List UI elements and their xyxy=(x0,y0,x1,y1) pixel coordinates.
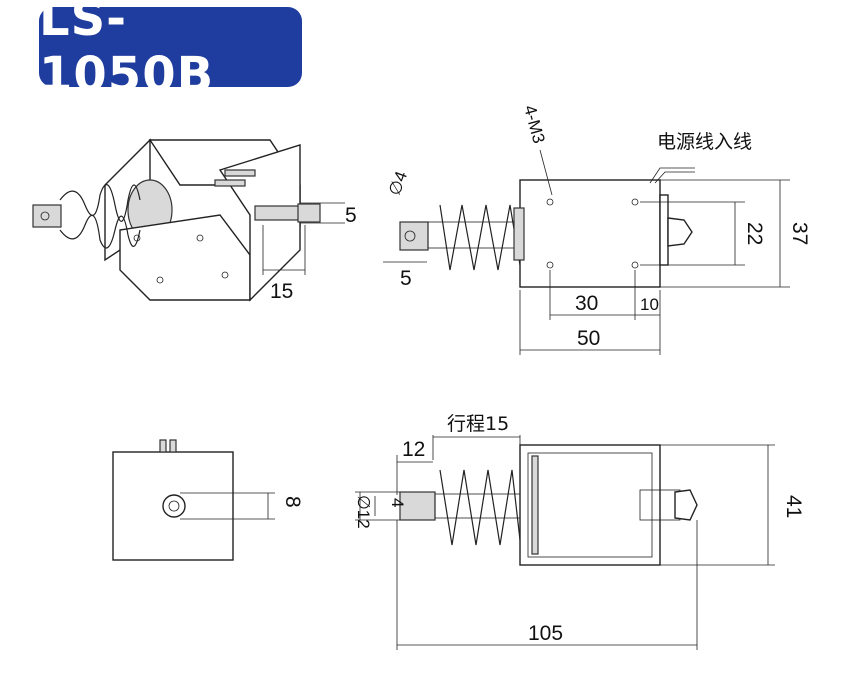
leader-line xyxy=(539,149,553,196)
side-end-plate xyxy=(659,194,669,266)
iso-spring xyxy=(59,184,141,222)
top-frame xyxy=(519,444,661,566)
iso-hole xyxy=(221,271,229,279)
iso-plunger-hole xyxy=(40,211,50,221)
iso-spring-lower xyxy=(59,214,141,249)
side-wire xyxy=(649,167,695,184)
side-wire xyxy=(654,171,695,184)
side-spring xyxy=(439,204,521,271)
front-shaft-center xyxy=(168,500,180,512)
iso-hole xyxy=(156,276,164,284)
dim-hole-offset: 10 xyxy=(640,295,659,314)
top-view: 行程15 12 ∅12 4 41 105 xyxy=(354,413,805,650)
dim-frame-height: 41 xyxy=(782,495,805,518)
label-shaft-hole: ∅4 xyxy=(385,169,411,198)
iso-nut xyxy=(297,203,321,223)
dim-iso-shaft-dia: 5 xyxy=(345,204,357,227)
side-view: 电源线入线 4-M3 ∅4 5 22 37 30 10 50 xyxy=(383,103,811,355)
front-shaft xyxy=(162,494,186,518)
dim-overall-length: 105 xyxy=(528,622,563,645)
top-inner-frame xyxy=(527,452,653,558)
side-plunger-hole xyxy=(404,230,416,242)
label-screws: 4-M3 xyxy=(520,103,548,145)
dim-hole-spacing-h: 30 xyxy=(575,292,598,315)
dim-height: 37 xyxy=(788,222,811,245)
label-stroke: 行程15 xyxy=(447,413,509,435)
iso-hole xyxy=(196,234,204,242)
iso-front-plate xyxy=(119,214,251,301)
iso-pin xyxy=(224,169,256,177)
front-view: 8 xyxy=(112,439,304,561)
isometric-view: 5 15 xyxy=(32,138,357,303)
dim-hole-spacing-v: 22 xyxy=(743,222,766,245)
label-shaft-diameter: ∅12 xyxy=(354,495,373,529)
side-rear-cap xyxy=(667,217,693,247)
model-title: LS-1050B xyxy=(39,0,215,103)
front-pin xyxy=(159,439,167,453)
side-holes xyxy=(546,198,639,269)
side-plunger xyxy=(399,221,429,251)
dim-shaft-len: 12 xyxy=(402,438,425,461)
top-shaft xyxy=(434,493,521,519)
side-collar xyxy=(513,207,525,261)
label-wire-entry: 电源线入线 xyxy=(657,131,752,153)
dim-front-center: 8 xyxy=(281,496,304,508)
top-terminal-cap xyxy=(674,489,698,521)
iso-pin xyxy=(214,179,246,187)
top-inner-bar xyxy=(531,455,539,555)
title-badge: LS-1050B xyxy=(39,0,302,103)
iso-plunger xyxy=(32,204,62,228)
side-body xyxy=(519,179,661,288)
dim-body-length: 50 xyxy=(577,327,600,350)
dim-iso-shaft-len: 15 xyxy=(270,280,293,303)
dim-slot-width: 4 xyxy=(388,498,407,507)
front-pin xyxy=(169,439,177,453)
dim-side-hole: 5 xyxy=(400,267,412,290)
top-spring xyxy=(439,469,521,546)
